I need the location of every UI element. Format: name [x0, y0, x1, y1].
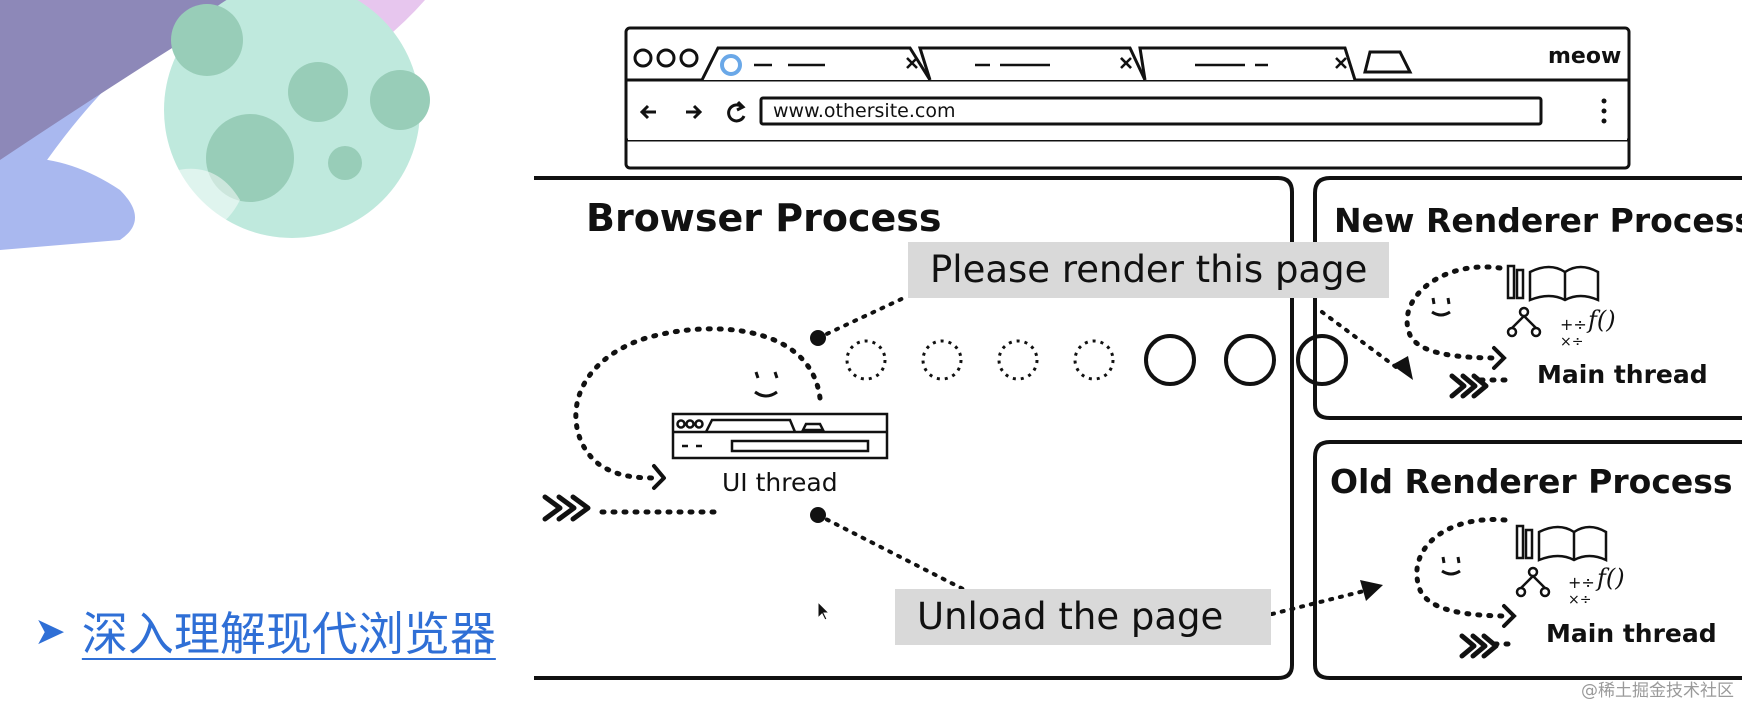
ui-thread-loop: [573, 326, 823, 515]
window-controls[interactable]: [633, 48, 699, 68]
svg-text:×÷: ×÷: [1560, 334, 1583, 350]
new-renderer-chevrons: [1449, 373, 1489, 399]
old-renderer-loop: [1414, 517, 1513, 647]
new-main-thread-label: Main thread: [1537, 360, 1708, 389]
book-tools-icon-old: +÷ ×÷ f(): [1515, 524, 1625, 608]
credit-watermark: @稀土掘金技术社区: [1581, 681, 1734, 701]
ui-thread-face: [754, 371, 779, 398]
new-renderer-box: [1313, 176, 1742, 420]
planet-decoration: [0, 0, 430, 250]
tab-decorations: [720, 54, 1347, 76]
new-renderer-loop: [1404, 264, 1508, 383]
back-icon[interactable]: [639, 104, 656, 120]
svg-text:f(): f(): [1595, 564, 1625, 592]
menu-icon[interactable]: [1601, 98, 1607, 124]
browser-brand: meow: [1548, 44, 1622, 69]
svg-text:+÷: +÷: [1568, 573, 1595, 592]
loading-spinner-icon: [720, 54, 742, 76]
reload-icon[interactable]: [727, 100, 746, 123]
message-pipe: [845, 334, 1348, 386]
new-renderer-title: New Renderer Process: [1334, 201, 1742, 240]
slide-link-text[interactable]: 深入理解现代浏览器: [81, 607, 496, 661]
close-icon[interactable]: [906, 57, 918, 69]
ui-thread-browser-icon: [671, 412, 889, 460]
old-main-thread-label: Main thread: [1546, 619, 1717, 648]
old-renderer-face: [1441, 556, 1461, 576]
forward-icon[interactable]: [686, 104, 703, 120]
browser-process-title: Browser Process: [586, 196, 942, 240]
browser-tabs[interactable]: [700, 46, 1413, 81]
loop-arrowhead: [652, 464, 666, 490]
old-renderer-title: Old Renderer Process: [1330, 462, 1733, 501]
browser-window: [624, 26, 1631, 170]
book-tools-icon: +÷ ×÷ f(): [1506, 264, 1616, 350]
svg-text:+÷: +÷: [1560, 315, 1587, 334]
arrowhead-old: [1360, 580, 1383, 601]
nav-controls[interactable]: [639, 96, 1607, 126]
tab-3[interactable]: [1138, 46, 1357, 81]
new-renderer-face: [1431, 297, 1451, 317]
close-icon[interactable]: [1335, 57, 1347, 69]
mouse-cursor-icon: [817, 600, 831, 621]
svg-text:f(): f(): [1586, 306, 1616, 334]
old-renderer-chevrons: [1459, 633, 1499, 659]
new-tab-button[interactable]: [1363, 50, 1413, 74]
ui-thread-label: UI thread: [722, 468, 838, 497]
arrowhead-new: [1392, 356, 1413, 380]
slide-link[interactable]: ➤ 深入理解现代浏览器: [34, 598, 496, 664]
address-bar-url[interactable]: www.othersite.com: [773, 100, 956, 122]
incoming-chevrons: [542, 494, 591, 522]
old-renderer-box: [1313, 440, 1742, 680]
triangle-arrow-icon: ➤: [34, 609, 66, 653]
svg-text:×÷: ×÷: [1568, 592, 1591, 608]
unload-message: Unload the page: [895, 589, 1271, 645]
render-message: Please render this page: [908, 242, 1390, 298]
address-bar[interactable]: [759, 96, 1543, 126]
browser-process-box: [534, 176, 1294, 680]
